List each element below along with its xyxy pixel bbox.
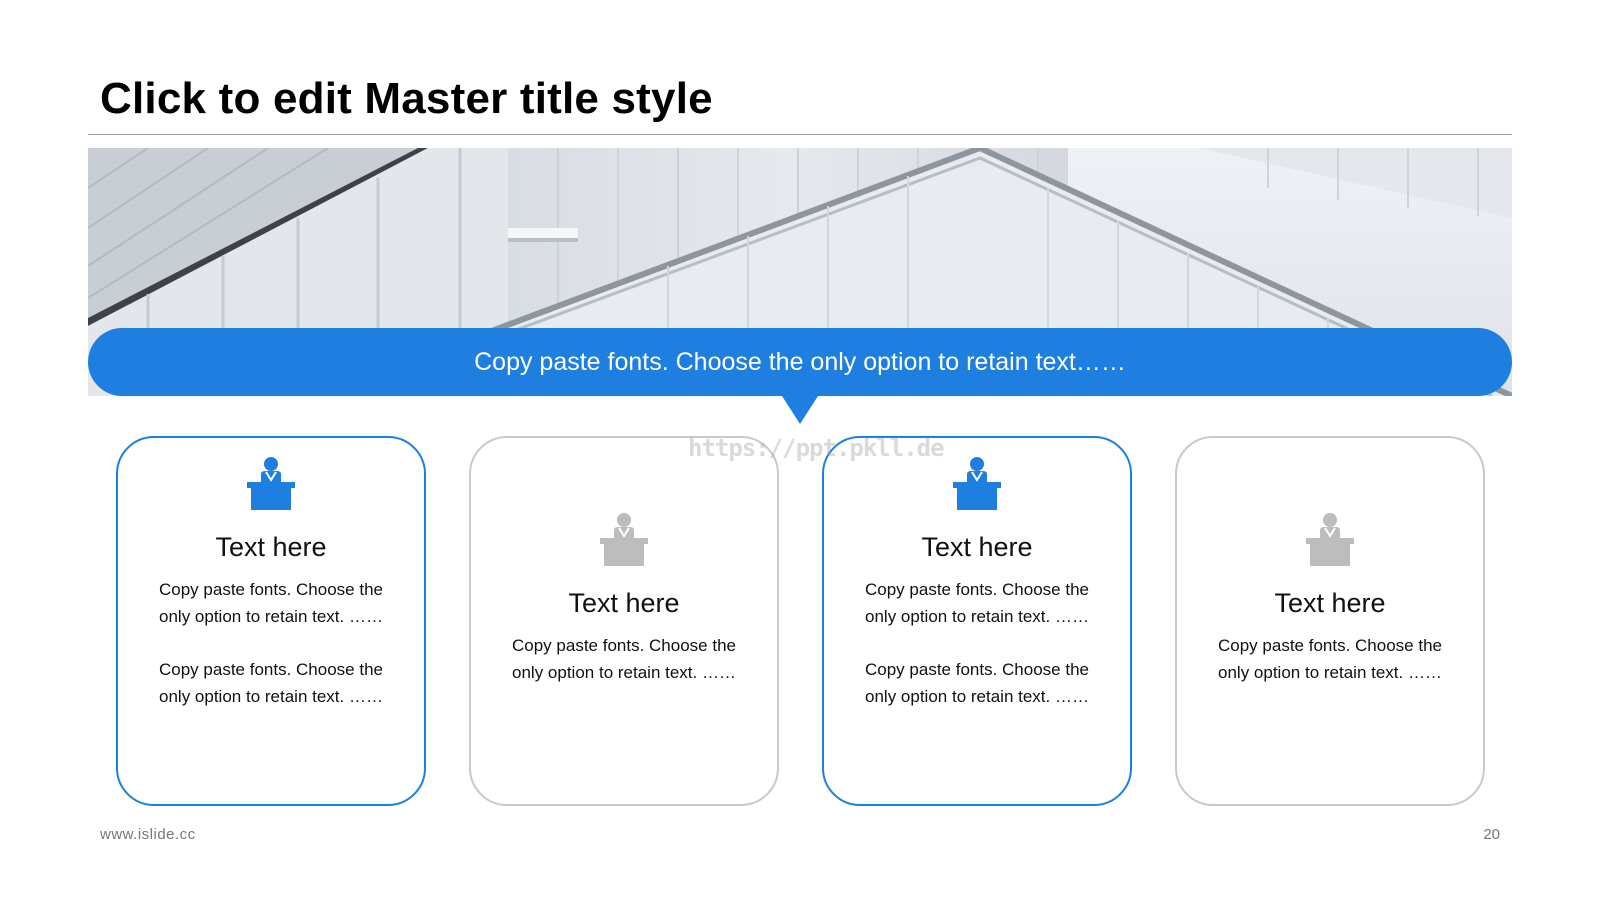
presenter-podium-icon <box>1306 512 1354 573</box>
title-divider <box>88 134 1512 135</box>
card-paragraph[interactable]: Copy paste fonts. Choose the only option… <box>1218 636 1442 682</box>
feature-card-3[interactable]: Text here Copy paste fonts. Choose the o… <box>822 436 1132 806</box>
card-body: Copy paste fonts. Choose the only option… <box>1177 632 1483 686</box>
card-heading[interactable]: Text here <box>215 532 327 562</box>
card-body: Copy paste fonts. Choose the only option… <box>471 632 777 686</box>
card-heading[interactable]: Text here <box>921 532 1033 562</box>
presenter-podium-icon <box>247 456 295 517</box>
card-paragraph[interactable]: Copy paste fonts. Choose the only option… <box>865 580 1089 626</box>
card-paragraph[interactable]: Copy paste fonts. Choose the only option… <box>159 580 383 626</box>
slide-title[interactable]: Click to edit Master title style <box>100 74 713 123</box>
watermark: https://ppt.pkll.de <box>688 434 945 462</box>
card-paragraph[interactable]: Copy paste fonts. Choose the only option… <box>512 636 736 682</box>
card-heading[interactable]: Text here <box>1274 588 1386 618</box>
presenter-podium-icon <box>600 512 648 573</box>
feature-card-4[interactable]: Text here Copy paste fonts. Choose the o… <box>1175 436 1485 806</box>
card-heading[interactable]: Text here <box>568 588 680 618</box>
card-paragraph[interactable]: Copy paste fonts. Choose the only option… <box>159 660 383 706</box>
banner-pointer <box>782 396 818 424</box>
footer-url: www.islide.cc <box>100 826 196 843</box>
page-number: 20 <box>1483 826 1500 843</box>
card-paragraph[interactable]: Copy paste fonts. Choose the only option… <box>865 660 1089 706</box>
callout-banner: Copy paste fonts. Choose the only option… <box>88 328 1512 396</box>
presenter-podium-icon <box>953 456 1001 517</box>
card-body: Copy paste fonts. Choose the only option… <box>118 576 424 710</box>
feature-card-1[interactable]: Text here Copy paste fonts. Choose the o… <box>116 436 426 806</box>
banner-text[interactable]: Copy paste fonts. Choose the only option… <box>474 347 1126 376</box>
feature-card-2[interactable]: Text here Copy paste fonts. Choose the o… <box>469 436 779 806</box>
card-body: Copy paste fonts. Choose the only option… <box>824 576 1130 710</box>
